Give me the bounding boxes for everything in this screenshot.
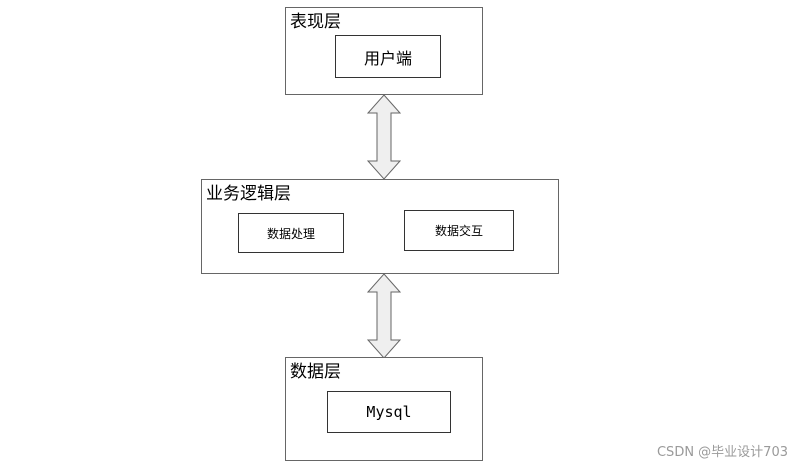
data-layer: 数据层 Mysql <box>285 357 483 461</box>
watermark: CSDN @毕业设计703 <box>656 445 788 460</box>
mysql-box: Mysql <box>327 391 451 433</box>
data-processing-box: 数据处理 <box>238 213 344 253</box>
double-arrow-top <box>366 94 402 180</box>
presentation-layer: 表现层 用户端 <box>285 7 483 95</box>
double-arrow-bottom <box>366 273 402 359</box>
data-layer-title: 数据层 <box>290 362 341 382</box>
data-interaction-box: 数据交互 <box>404 210 514 251</box>
business-logic-layer: 业务逻辑层 数据处理 数据交互 <box>201 179 559 274</box>
business-logic-layer-title: 业务逻辑层 <box>206 184 291 204</box>
client-box: 用户端 <box>335 35 441 78</box>
presentation-layer-title: 表现层 <box>290 12 341 32</box>
